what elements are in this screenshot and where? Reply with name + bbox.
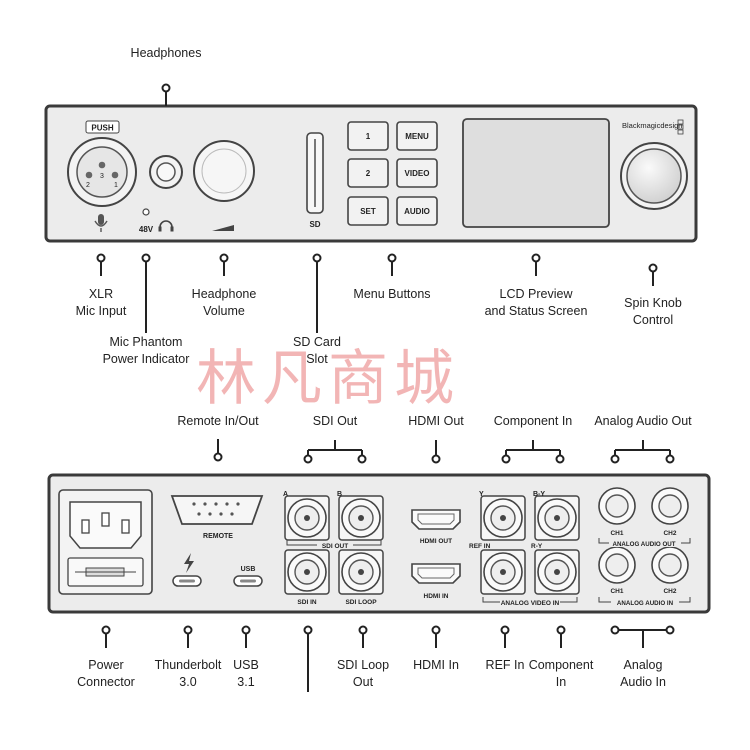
rear-panel: REMOTE USB bbox=[47, 473, 711, 614]
thunderbolt-port bbox=[172, 575, 202, 587]
usb-text: USB bbox=[241, 566, 256, 573]
button-video-text: VIDEO bbox=[405, 169, 430, 178]
analog-audio-in-text: ANALOG AUDIO IN bbox=[617, 600, 674, 607]
pin-1-text: 1 bbox=[114, 182, 118, 189]
component-ry-bnc bbox=[534, 549, 580, 595]
label-sdi-out: SDI Out bbox=[312, 414, 358, 428]
pin-3-text: 3 bbox=[100, 173, 104, 180]
power-connector bbox=[58, 489, 153, 595]
headphones-icon bbox=[158, 220, 174, 232]
label-hdmi-in: HDMI In bbox=[413, 658, 459, 672]
ch1-in-text: CH1 bbox=[610, 588, 623, 595]
rear-bottom-leaders bbox=[101, 625, 675, 692]
sdi-out-text: SDI OUT bbox=[322, 543, 348, 550]
sd-text: SD bbox=[309, 220, 320, 229]
usb-port bbox=[233, 575, 263, 587]
48v-text: 48V bbox=[139, 225, 154, 234]
brand-logo-icon bbox=[677, 119, 684, 135]
sdi-out-a-bnc bbox=[284, 495, 330, 541]
push-text: PUSH bbox=[91, 124, 113, 133]
brand-logo-text: Blackmagicdesign bbox=[622, 121, 682, 130]
label-remote-in-out: Remote In/Out bbox=[177, 414, 259, 428]
label-menu-buttons: Menu Buttons bbox=[353, 287, 431, 301]
microphone-icon bbox=[94, 214, 108, 232]
pin-2-text: 2 bbox=[86, 182, 90, 189]
button-set-text: SET bbox=[360, 207, 376, 216]
sdi-in-bnc bbox=[284, 549, 330, 595]
ch2-in-text: CH2 bbox=[663, 588, 676, 595]
sdi-b-text: B bbox=[337, 491, 342, 498]
sdi-in-text: SDI IN bbox=[297, 599, 316, 606]
label-component-in-top: Component In bbox=[493, 414, 573, 428]
ref-in-text: REF IN bbox=[469, 543, 491, 550]
ch2-out-text: CH2 bbox=[663, 530, 676, 537]
hdmi-out-text: HDMI OUT bbox=[420, 538, 452, 545]
menu-buttons-grid: 1 MENU 2 VIDEO SET AUDIO bbox=[347, 121, 438, 226]
sdi-a-text: A bbox=[283, 491, 288, 498]
xlr-connector: PUSH 2 3 1 bbox=[67, 120, 137, 207]
analog-audio-in-bracket bbox=[598, 597, 691, 606]
label-ref-in: REF In bbox=[485, 658, 525, 672]
sd-card-slot bbox=[306, 132, 324, 214]
component-y-bnc bbox=[480, 495, 526, 541]
volume-ramp-icon bbox=[212, 225, 234, 231]
front-panel: PUSH 2 3 1 48V bbox=[44, 104, 698, 243]
y-text: Y bbox=[479, 491, 484, 498]
ref-in-bnc bbox=[480, 549, 526, 595]
button-1-text: 1 bbox=[366, 132, 371, 141]
hdmi-out-port bbox=[411, 509, 461, 530]
headphone-jack bbox=[149, 155, 183, 189]
volume-knob bbox=[193, 140, 255, 202]
analog-video-in-bracket bbox=[482, 597, 578, 606]
sdi-out-bracket bbox=[286, 540, 382, 549]
label-hdmi-out: HDMI Out bbox=[408, 414, 464, 428]
analog-video-in-text: ANALOG VIDEO IN bbox=[501, 600, 560, 607]
sdi-loop-text: SDI LOOP bbox=[345, 599, 377, 606]
ch1-out-text: CH1 bbox=[610, 530, 623, 537]
sdi-loop-bnc bbox=[338, 549, 384, 595]
label-analog-audio-out: Analog Audio Out bbox=[594, 414, 692, 428]
button-audio-text: AUDIO bbox=[404, 207, 430, 216]
remote-text: REMOTE bbox=[203, 533, 233, 540]
component-by-bnc bbox=[534, 495, 580, 541]
front-leaders bbox=[96, 83, 658, 333]
hdmi-in-text: HDMI IN bbox=[424, 593, 449, 600]
analog-audio-out-bracket bbox=[598, 538, 691, 547]
button-menu-text: MENU bbox=[405, 132, 429, 141]
analog-audio-out-text: ANALOG AUDIO OUT bbox=[612, 541, 675, 548]
label-headphones: Headphones bbox=[130, 46, 202, 60]
button-2-text: 2 bbox=[366, 169, 371, 178]
audio-in-ch2-jack bbox=[651, 546, 689, 584]
watermark-text: 林凡商城 bbox=[196, 344, 460, 414]
audio-out-ch2-jack bbox=[651, 487, 689, 525]
lcd-screen bbox=[462, 118, 610, 228]
ry-text: R-Y bbox=[531, 543, 543, 550]
audio-in-ch1-jack bbox=[598, 546, 636, 584]
hdmi-in-port bbox=[411, 563, 461, 584]
remote-db9-port bbox=[170, 495, 264, 525]
sdi-out-b-bnc bbox=[338, 495, 384, 541]
rear-top-leaders bbox=[213, 439, 675, 464]
phantom-led bbox=[142, 208, 150, 216]
spin-knob bbox=[620, 142, 688, 210]
thunderbolt-icon bbox=[184, 553, 194, 573]
audio-out-ch1-jack bbox=[598, 487, 636, 525]
by-text: B-Y bbox=[533, 491, 545, 498]
